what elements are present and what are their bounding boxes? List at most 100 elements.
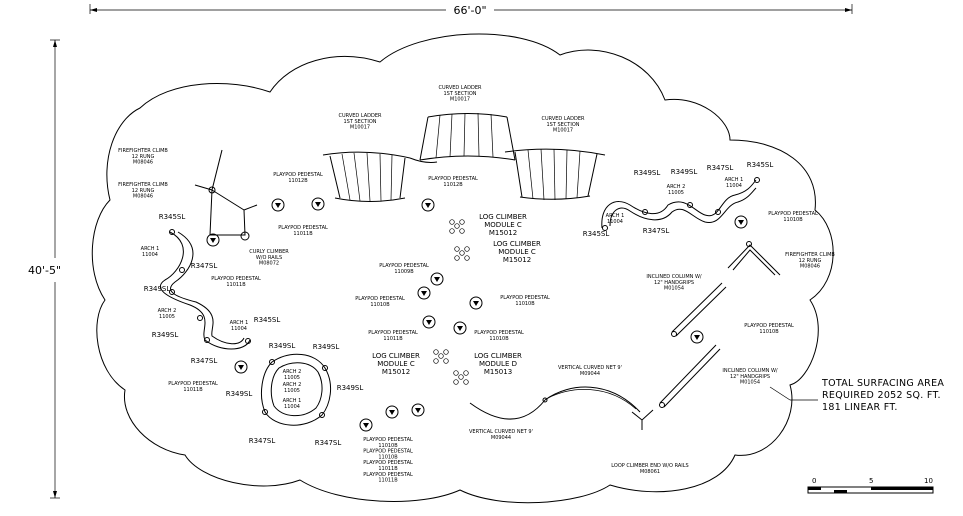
curved-ladder-top	[419, 112, 516, 161]
label-log-c3-line-1: LOG CLIMBER	[372, 352, 420, 360]
radius-tag: R345SL	[747, 161, 774, 169]
label-pedestal-stack-line-7: PLAYPOD PEDESTAL	[363, 472, 413, 478]
label-log-c2-line-1: LOG CLIMBER	[493, 240, 541, 248]
label-curly-climber-line-1: CURLY CLIMBER	[249, 249, 289, 255]
playpod-pedestal-marker	[234, 360, 248, 374]
radius-tag: R349SL	[226, 390, 253, 398]
radius-tag: R347SL	[191, 262, 218, 270]
label-arch-2-left-line-1: ARCH 2	[158, 308, 177, 314]
curved-ladder-right	[504, 148, 606, 201]
label-log-d-line-3: M15013	[484, 368, 512, 376]
playpod-pedestal-markers	[206, 197, 748, 432]
log-climber-marker	[433, 349, 449, 364]
label-arch-1-left2-line-1: ARCH 1	[230, 320, 249, 326]
log-climber-marker	[453, 370, 469, 385]
firefighter-climb-left	[194, 149, 258, 241]
label-pedestal-8-line-1: PLAYPOD PEDESTAL	[368, 330, 418, 336]
label-curved-ladder-left-line-3: M10017	[350, 125, 370, 131]
radius-tag: R347SL	[249, 437, 276, 445]
label-pedestal-12-line-2: 11010B	[759, 329, 779, 335]
surfacing-boundary	[91, 33, 834, 504]
label-pedestal-10-line-2: 11011B	[183, 387, 203, 393]
radius-tag: R349SL	[337, 384, 364, 392]
label-arch-2-top-line-1: ARCH 2	[667, 184, 686, 190]
radius-tag: R349SL	[144, 285, 171, 293]
label-curly-climber-line-3: M08072	[259, 261, 279, 267]
log-climber-markers	[433, 219, 470, 385]
label-pedestal-7-line-2: 11010B	[515, 301, 535, 307]
label-pedestal-2-line-1: PLAYPOD PEDESTAL	[428, 176, 478, 182]
radius-tag: R349SL	[313, 343, 340, 351]
label-pedestal-11-line-2: 11010B	[783, 217, 803, 223]
label-pedestal-4-line-2: 11011B	[226, 282, 246, 288]
label-arch-1-left2-line-2: 11004	[231, 326, 247, 332]
label-pedestal-11-line-1: PLAYPOD PEDESTAL	[768, 211, 818, 217]
label-pedestal-stack-line-3: PLAYPOD PEDESTAL	[363, 449, 413, 455]
radius-tag: R345SL	[583, 230, 610, 238]
label-curved-ladder-left-line-1: CURVED LADDER	[338, 113, 382, 119]
label-firefighter-1-line-1: FIREFIGHTER CLIMB	[118, 148, 168, 154]
label-arch-1-top-b-line-2: 11004	[726, 183, 742, 189]
label-arch-2-ring-line-2: 11005	[284, 375, 300, 381]
label-arch-2-top-line-2: 11005	[668, 190, 684, 196]
label-vnet-1-line-2: M09044	[580, 371, 600, 377]
label-incl-2-line-2: 12" HANDGRIPS	[730, 374, 770, 380]
label-curved-ladder-right-line-3: M10017	[553, 128, 573, 134]
label-log-c1-line-1: LOG CLIMBER	[479, 213, 527, 221]
playpod-pedestal-marker	[417, 286, 431, 300]
label-pedestal-5-line-1: PLAYPOD PEDESTAL	[379, 263, 429, 269]
arch-chain-top-right	[601, 177, 760, 231]
log-climber-marker	[449, 219, 465, 234]
surfacing-note-line-1: TOTAL SURFACING AREA	[821, 378, 944, 389]
playpod-pedestal-marker	[421, 198, 435, 212]
playpod-pedestal-marker	[422, 315, 436, 329]
label-log-d-line-2: MODULE D	[479, 360, 517, 368]
radius-tag: R347SL	[707, 164, 734, 172]
label-vnet-2-line-1: VERTICAL CURVED NET 9'	[469, 429, 533, 435]
label-incl-1-line-3: M01054	[664, 286, 684, 292]
label-arch-1-top-b-line-1: ARCH 1	[725, 177, 744, 183]
label-pedestal-12-line-1: PLAYPOD PEDESTAL	[744, 323, 794, 329]
overall-width-dimension: 66'-0"	[89, 4, 853, 17]
label-curly-climber-line-2: W/O RAILS	[256, 255, 282, 261]
label-curved-ladder-left-line-2: 1ST SECTION	[343, 119, 376, 125]
label-arch-2-ring-b-line-2: 11005	[284, 388, 300, 394]
label-pedestal-3-line-2: 11011B	[293, 231, 313, 237]
radius-tag: R345SL	[159, 213, 186, 221]
label-arch-1-top-a-line-1: ARCH 1	[606, 213, 625, 219]
label-pedestal-7-line-1: PLAYPOD PEDESTAL	[500, 295, 550, 301]
radius-tag: R349SL	[152, 331, 179, 339]
surfacing-note-line-2: REQUIRED 2052 SQ. FT.	[822, 390, 941, 401]
label-pedestal-stack-line-5: PLAYPOD PEDESTAL	[363, 460, 413, 466]
label-pedestal-4-line-1: PLAYPOD PEDESTAL	[211, 276, 261, 282]
label-arch-2-ring-b-line-1: ARCH 2	[283, 382, 302, 388]
label-firefighter-2-line-1: FIREFIGHTER CLIMB	[118, 182, 168, 188]
playpod-pedestal-marker	[453, 321, 467, 335]
playpod-pedestal-marker	[690, 330, 704, 344]
radius-tag: R349SL	[634, 169, 661, 177]
label-firefighter-3-line-2: 12 RUNG	[799, 258, 822, 264]
label-vnet-1-line-1: VERTICAL CURVED NET 9'	[558, 365, 622, 371]
label-incl-1-line-2: 12" HANDGRIPS	[654, 280, 694, 286]
label-pedestal-1-line-1: PLAYPOD PEDESTAL	[273, 172, 323, 178]
label-arch-1-left-line-1: ARCH 1	[141, 246, 160, 252]
label-pedestal-stack-line-4: 11010B	[378, 454, 398, 460]
label-vnet-2-line-2: M09044	[491, 435, 511, 441]
log-climber-marker	[454, 246, 470, 261]
label-pedestal-stack-line-2: 11010B	[378, 443, 398, 449]
label-log-c2-line-3: M15012	[503, 256, 531, 264]
label-loop-climber-line-1: LOOP CLIMBER END W/O RAILS	[611, 463, 688, 469]
label-log-d-line-1: LOG CLIMBER	[474, 352, 522, 360]
scale-label-5: 5	[869, 477, 873, 485]
width-dimension-text: 66'-0"	[453, 4, 486, 17]
label-incl-1-line-1: INCLINED COLUMN W/	[646, 274, 702, 280]
label-firefighter-3-line-1: FIREFIGHTER CLIMB	[785, 252, 835, 258]
label-firefighter-1-line-2: 12 RUNG	[132, 154, 155, 160]
label-log-c1-line-3: M15012	[489, 229, 517, 237]
label-curved-ladder-top-line-2: 1ST SECTION	[443, 91, 476, 97]
label-arch-1-ring-line-1: ARCH 1	[283, 398, 302, 404]
label-curved-ladder-right-line-1: CURVED LADDER	[541, 116, 585, 122]
label-log-c2-line-2: MODULE C	[498, 248, 536, 256]
label-log-c3-line-3: M15012	[382, 368, 410, 376]
